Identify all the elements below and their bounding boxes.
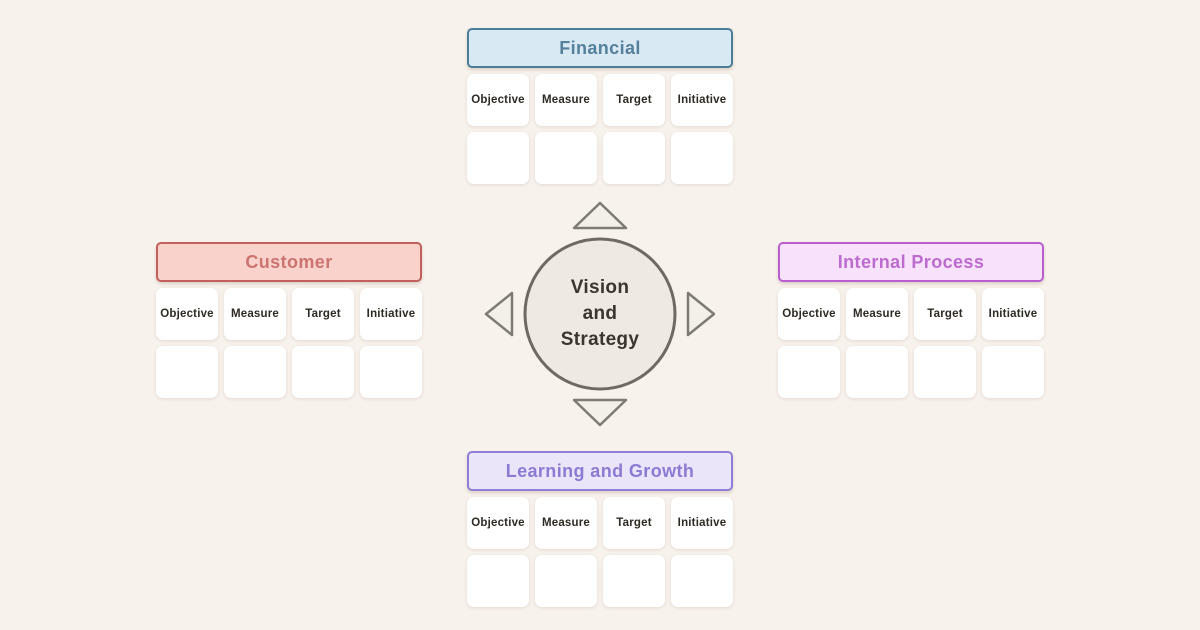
column-header-initiative: Initiative — [671, 497, 733, 549]
section-title: Internal Process — [837, 251, 985, 272]
column-header-objective: Objective — [156, 288, 218, 340]
column-header-initiative: Initiative — [982, 288, 1044, 340]
column-header-measure: Measure — [224, 288, 286, 340]
cell-customer-initiative[interactable] — [360, 346, 422, 398]
section-internal-process: Internal Process Objective Measure Targe… — [778, 242, 1044, 398]
cell-internal-target[interactable] — [914, 346, 976, 398]
cell-learning-target[interactable] — [603, 555, 665, 607]
section-financial-grid: Objective Measure Target Initiative — [467, 74, 733, 184]
cell-learning-initiative[interactable] — [671, 555, 733, 607]
column-header-objective: Objective — [778, 288, 840, 340]
column-header-measure: Measure — [846, 288, 908, 340]
section-customer-header: Customer — [156, 242, 422, 282]
cell-financial-target[interactable] — [603, 132, 665, 184]
arrow-up-icon — [572, 201, 628, 230]
cell-customer-measure[interactable] — [224, 346, 286, 398]
column-header-measure: Measure — [535, 497, 597, 549]
section-learning-growth-header: Learning and Growth — [467, 451, 733, 491]
arrow-down-icon — [572, 398, 628, 427]
column-header-measure: Measure — [535, 74, 597, 126]
column-header-initiative: Initiative — [671, 74, 733, 126]
section-learning-growth-grid: Objective Measure Target Initiative — [467, 497, 733, 607]
section-internal-process-header: Internal Process — [778, 242, 1044, 282]
cell-learning-measure[interactable] — [535, 555, 597, 607]
section-financial-header: Financial — [467, 28, 733, 68]
column-header-target: Target — [603, 497, 665, 549]
section-learning-growth: Learning and Growth Objective Measure Ta… — [467, 451, 733, 607]
arrow-left-icon — [484, 291, 514, 337]
cell-financial-objective[interactable] — [467, 132, 529, 184]
column-header-target: Target — [914, 288, 976, 340]
section-title: Customer — [245, 251, 333, 272]
column-header-target: Target — [603, 74, 665, 126]
cell-financial-measure[interactable] — [535, 132, 597, 184]
column-header-objective: Objective — [467, 74, 529, 126]
cell-customer-target[interactable] — [292, 346, 354, 398]
cell-customer-objective[interactable] — [156, 346, 218, 398]
section-financial: Financial Objective Measure Target Initi… — [467, 28, 733, 184]
section-customer: Customer Objective Measure Target Initia… — [156, 242, 422, 398]
section-customer-grid: Objective Measure Target Initiative — [156, 288, 422, 398]
column-header-target: Target — [292, 288, 354, 340]
arrow-right-icon — [686, 291, 716, 337]
column-header-initiative: Initiative — [360, 288, 422, 340]
vision-strategy-diagram — [484, 201, 716, 427]
cell-internal-measure[interactable] — [846, 346, 908, 398]
section-internal-process-grid: Objective Measure Target Initiative — [778, 288, 1044, 398]
column-header-objective: Objective — [467, 497, 529, 549]
section-title: Financial — [559, 37, 641, 58]
cell-internal-objective[interactable] — [778, 346, 840, 398]
cell-learning-objective[interactable] — [467, 555, 529, 607]
section-title: Learning and Growth — [505, 460, 695, 481]
vision-strategy-circle — [523, 237, 677, 391]
cell-financial-initiative[interactable] — [671, 132, 733, 184]
cell-internal-initiative[interactable] — [982, 346, 1044, 398]
vision-strategy-label: Vision and Strategy — [560, 277, 640, 350]
